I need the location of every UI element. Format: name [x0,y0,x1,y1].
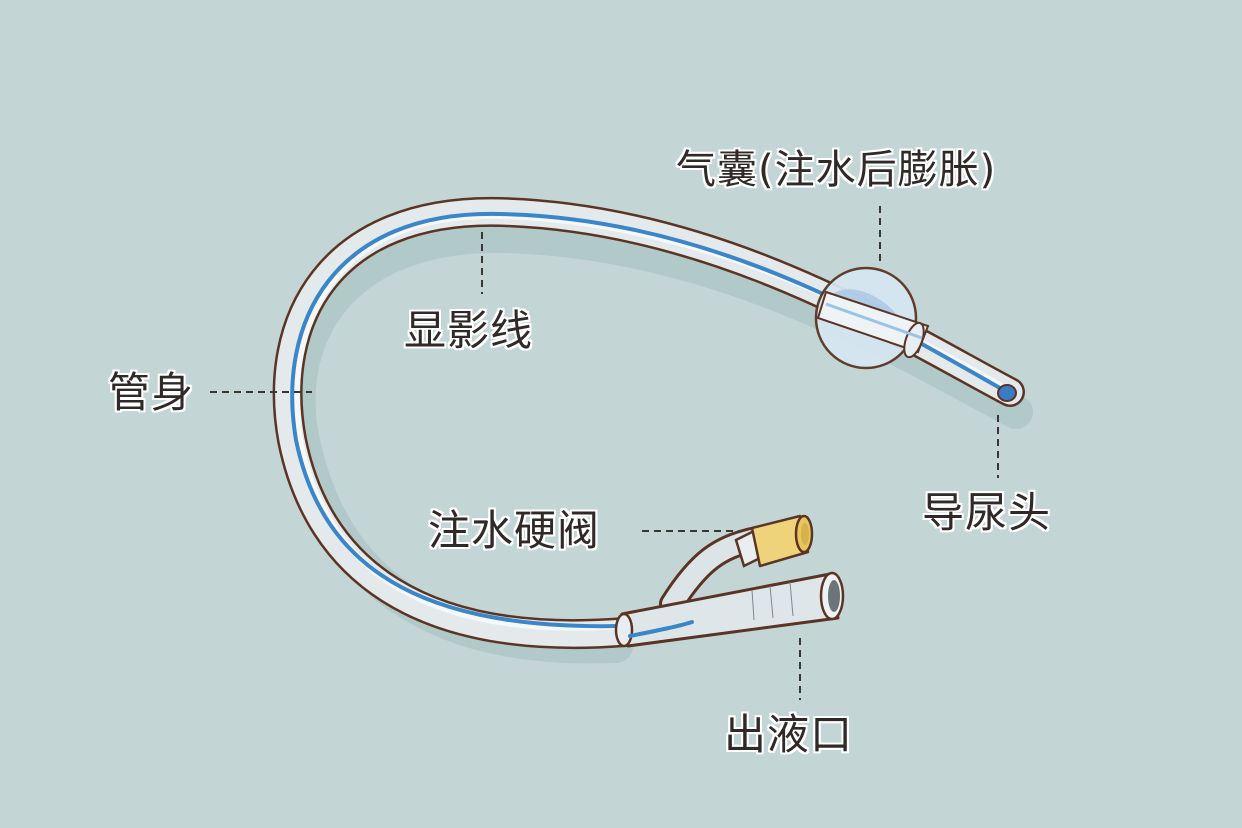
label-inflation-valve: 注水硬阀 [428,506,601,555]
tube-body [275,199,1023,647]
radiopaque-line [290,211,1002,629]
label-drainage-port: 出液口 [724,710,854,759]
drainage-funnel [614,571,845,648]
label-radiopaque-line: 显影线 [404,306,534,355]
balloon [814,266,930,370]
label-tube-body: 管身 [108,368,195,417]
tube-highlight [293,212,1008,631]
tube-outline [272,196,1025,650]
catheter-tip [997,384,1017,402]
inflation-valve [734,514,814,568]
leader-lines [210,206,999,700]
label-balloon: 气囊(注水后膨胀) [676,147,997,193]
label-tip: 导尿头 [922,488,1052,537]
